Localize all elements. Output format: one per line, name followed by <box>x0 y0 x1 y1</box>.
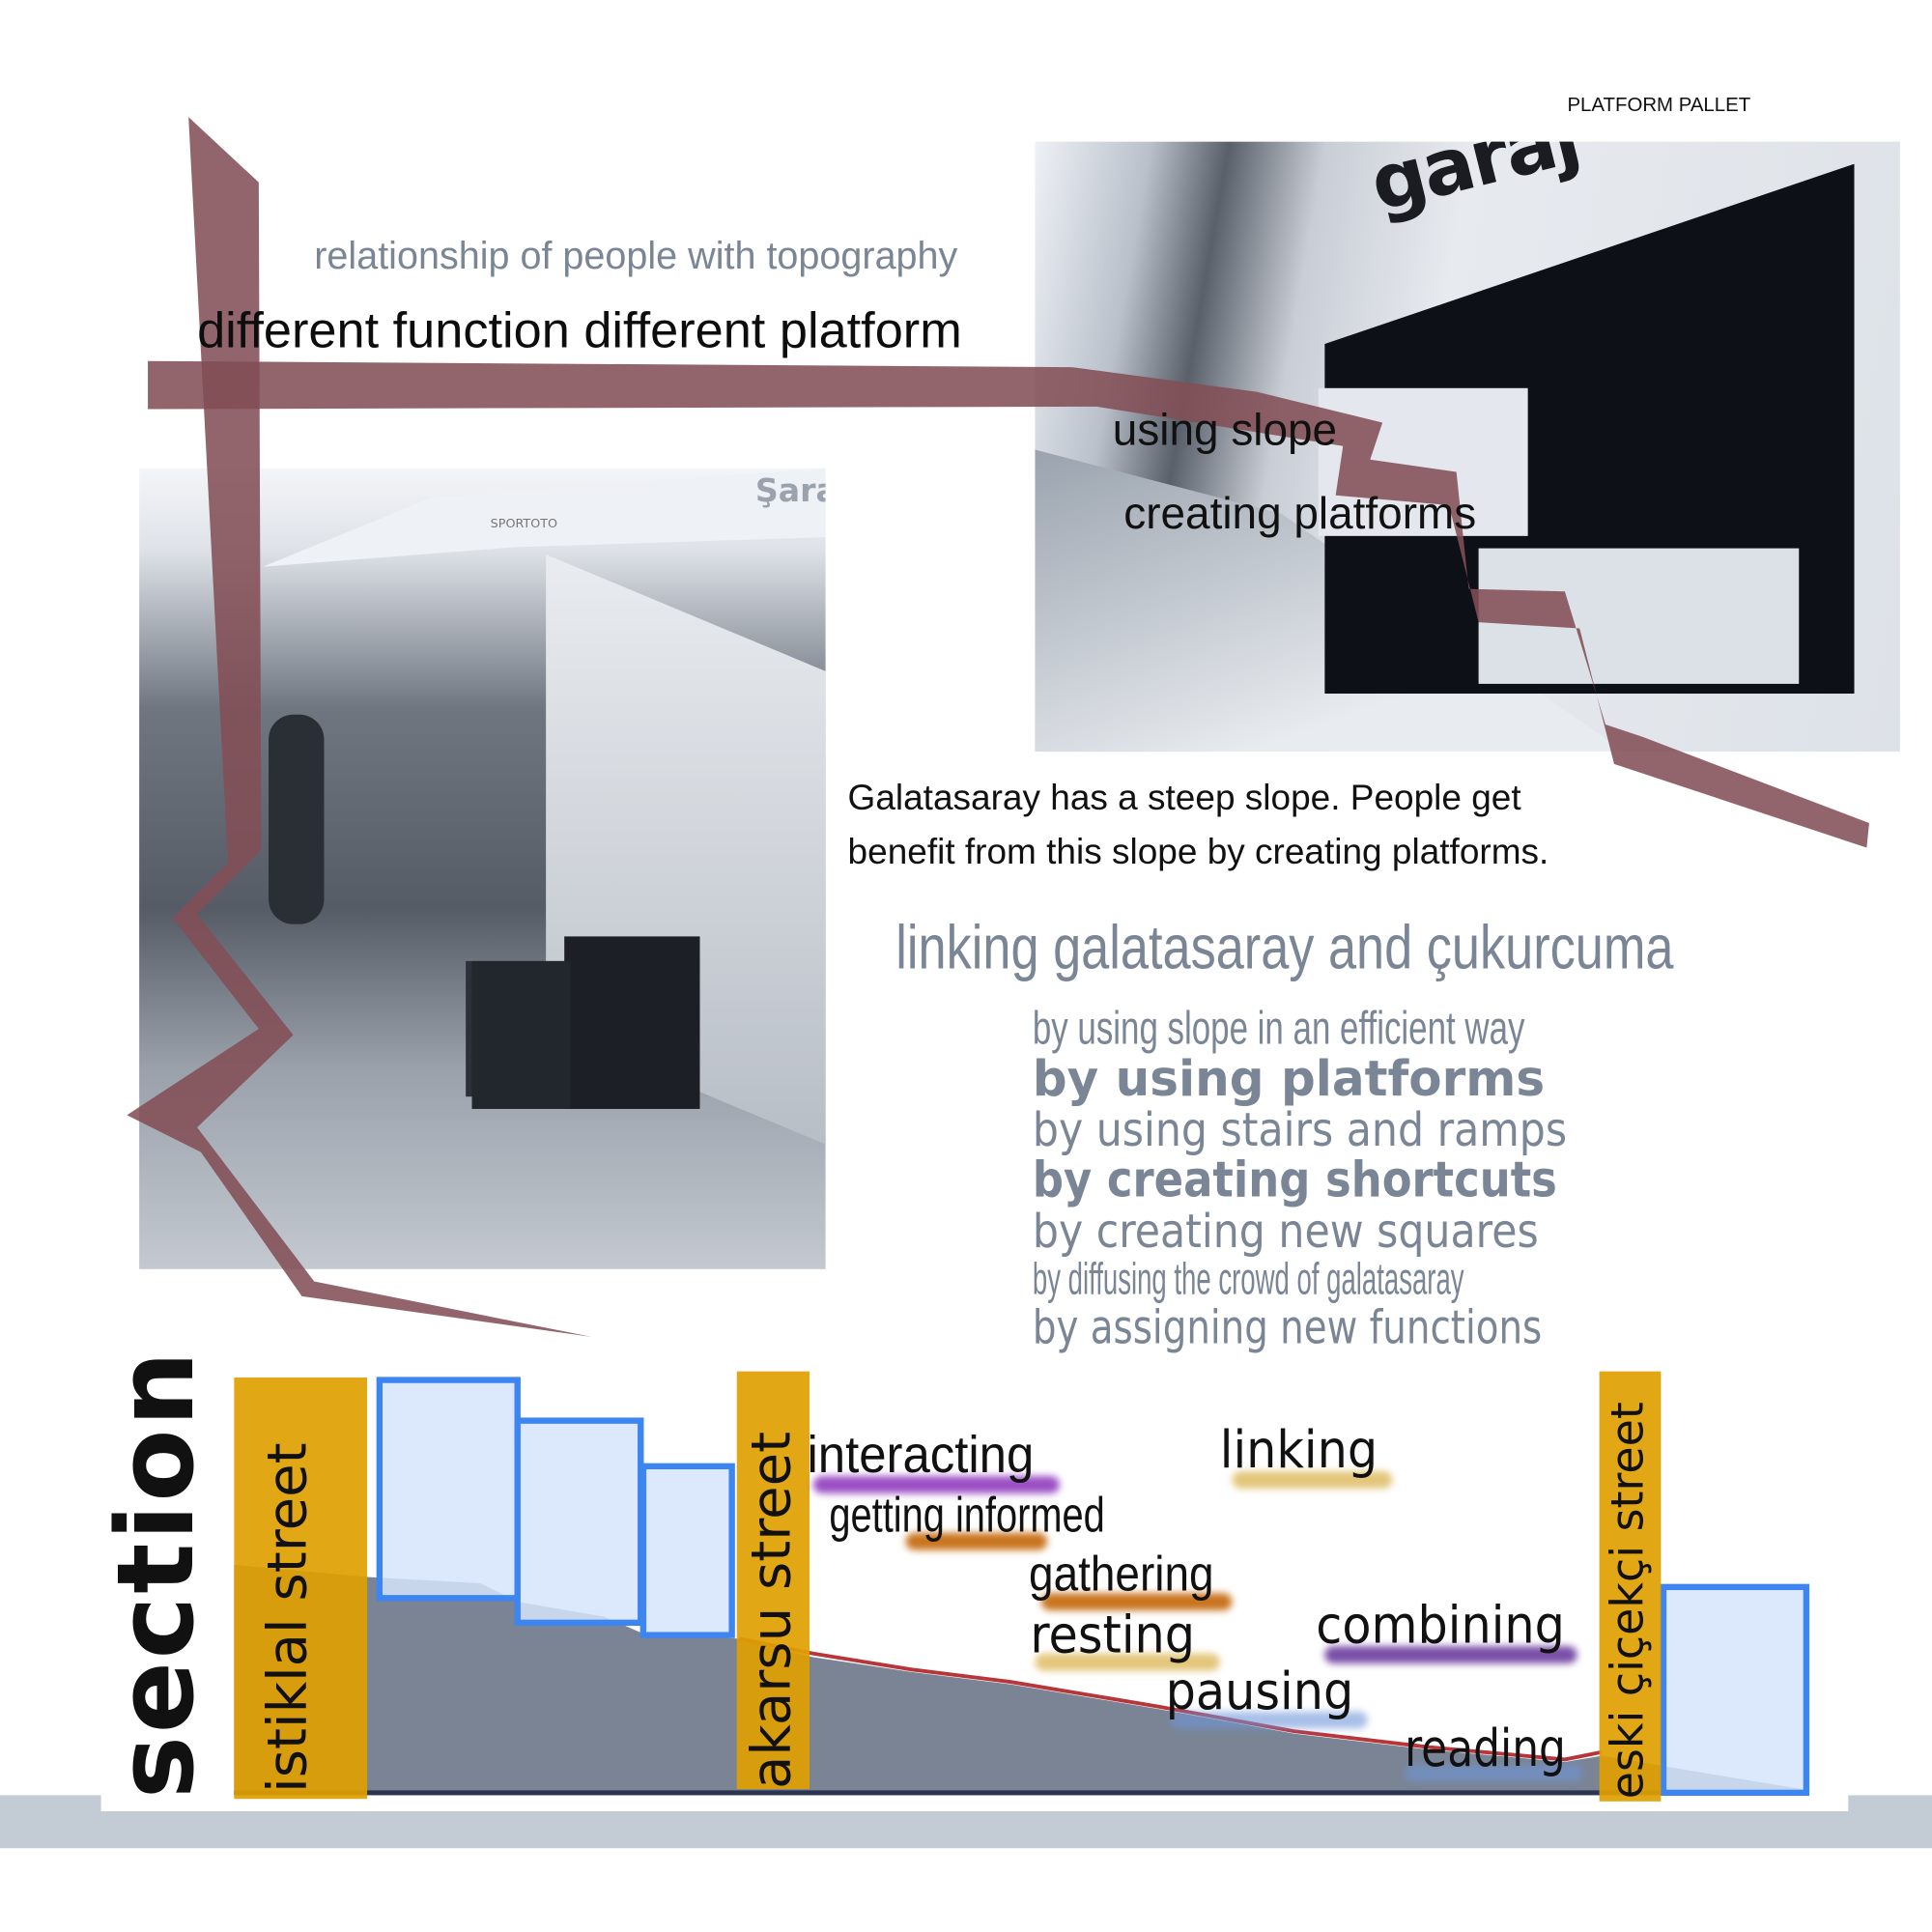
photo-table <box>564 936 700 1109</box>
activity-gathering: gathering <box>1029 1548 1214 1603</box>
street-label-akarsu: akarsu street <box>740 1431 804 1790</box>
activity-pausing: pausing <box>1165 1661 1354 1721</box>
page-title: PLATFORM PALLET <box>1567 95 1751 116</box>
photo-sign: Şara <box>754 472 826 511</box>
highlight-pausing <box>1170 1711 1368 1729</box>
platform-box <box>639 1463 735 1638</box>
street-bar-eski-cicekci <box>1599 1371 1662 1802</box>
highlight-combining <box>1324 1646 1577 1663</box>
linking-item: by creating new squares <box>1032 1204 1539 1259</box>
photo-awning-text: SPORTOTO <box>490 517 558 531</box>
photo-person <box>269 714 325 924</box>
highlight-interacting <box>812 1476 1060 1493</box>
activity-combining: combining <box>1316 1594 1565 1656</box>
street-label-istiklal: istiklal street <box>256 1442 320 1793</box>
highlight-reading <box>1405 1764 1584 1782</box>
description-line: Galatasaray has a steep slope. People ge… <box>847 779 1521 818</box>
main-heading: different function different platform <box>197 301 962 359</box>
activity-linking: linking <box>1219 1419 1378 1480</box>
street-bar-istiklal <box>234 1378 368 1800</box>
activity-resting: resting <box>1030 1604 1196 1665</box>
caption-using-slope: using slope <box>1112 404 1338 455</box>
linking-item: by using slope in an efficient way <box>1032 1003 1525 1055</box>
linking-item: by assigning new functions <box>1032 1299 1543 1354</box>
description-line: benefit from this slope by creating plat… <box>847 833 1549 873</box>
highlight-gathering <box>1040 1593 1233 1611</box>
highlight-resting <box>1035 1653 1220 1671</box>
photo-bench <box>471 960 571 1109</box>
linking-item: by using stairs and ramps <box>1032 1102 1568 1157</box>
band-horizontal <box>148 360 1869 848</box>
linking-heading: linking galatasaray and çukurcuma <box>895 913 1674 982</box>
subtitle: relationship of people with topography <box>314 234 958 277</box>
activity-getting-informed: getting informed <box>829 1488 1105 1543</box>
platform-box <box>514 1417 644 1627</box>
platform-box <box>376 1377 521 1602</box>
terrain-red-line <box>738 1636 1603 1762</box>
highlight-linking <box>1232 1470 1393 1489</box>
linking-item: by using platforms <box>1032 1051 1546 1108</box>
caption-creating-platforms: creating platforms <box>1123 488 1477 539</box>
linking-heading-wrap: linking galatasaray and çukurcuma <box>895 912 1844 983</box>
terrain <box>234 1564 1802 1796</box>
activity-reading: reading <box>1405 1718 1566 1778</box>
street-bar-akarsu <box>736 1371 810 1790</box>
street-label-eski-cicekci: eski çiçekçi street <box>1603 1402 1654 1800</box>
highlight-getting-informed <box>905 1532 1048 1550</box>
photo-cafe-stairs: SPORTOTO Şara <box>139 468 826 1269</box>
activity-interacting: interacting <box>807 1425 1035 1484</box>
section-label: section <box>95 1349 218 1800</box>
platform-box <box>1660 1583 1810 1797</box>
linking-item: by diffusing the crowd of galatasaray <box>1032 1253 1464 1304</box>
band-vertical <box>127 117 592 1337</box>
linking-item: by creating shortcuts <box>1032 1151 1557 1209</box>
